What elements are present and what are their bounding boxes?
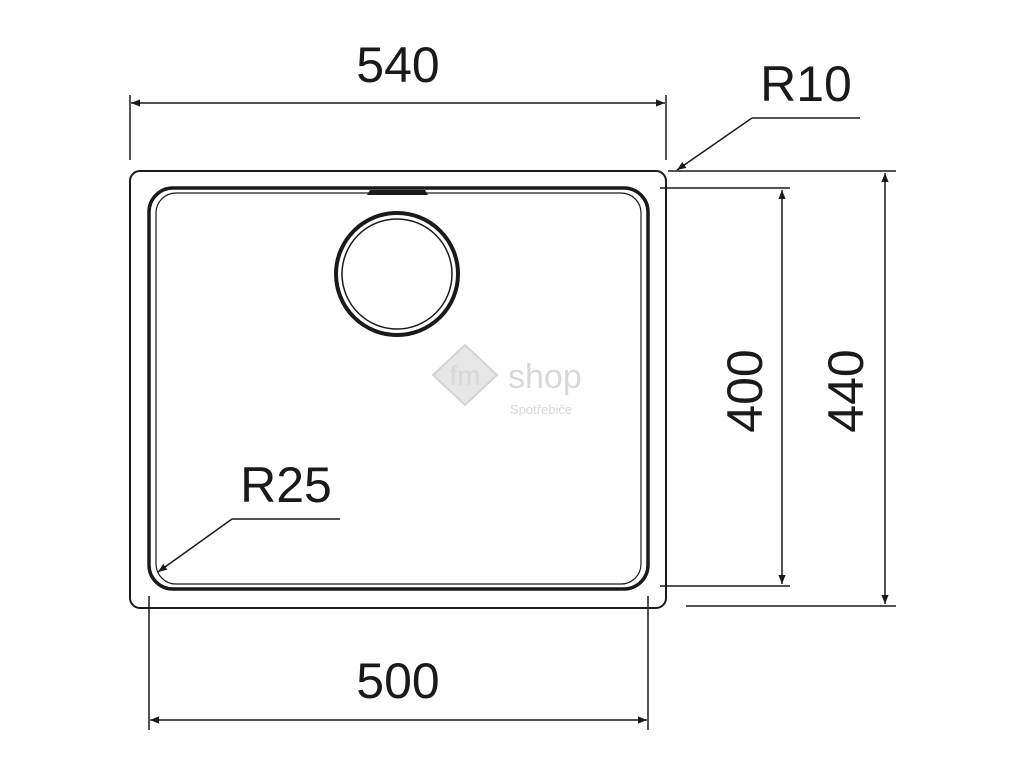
radius-outer-label: R10 bbox=[760, 56, 852, 112]
watermark-brand: shop bbox=[508, 358, 582, 396]
dimension-outer-width: 540 bbox=[129, 37, 667, 160]
dimension-inner-height-label: 400 bbox=[717, 349, 773, 432]
inner-bowl-outline bbox=[147, 186, 650, 591]
dimension-outer-width-label: 540 bbox=[356, 37, 439, 93]
dimension-outer-height-label: 440 bbox=[818, 349, 874, 432]
outer-sink-outline bbox=[129, 170, 667, 609]
dimension-inner-height: 400 bbox=[660, 187, 790, 587]
overflow-slot bbox=[367, 190, 428, 195]
radius-outer-leader: R10 bbox=[676, 56, 860, 171]
dimension-outer-height: 440 bbox=[668, 170, 896, 607]
dimension-inner-width-label: 500 bbox=[356, 653, 439, 709]
drain bbox=[334, 211, 460, 337]
watermark-tagline: Spotřebiče bbox=[510, 402, 572, 417]
radius-inner-leader: R25 bbox=[157, 457, 340, 573]
dimension-inner-width: 500 bbox=[148, 596, 649, 730]
watermark-logo-letters: fm bbox=[449, 360, 480, 391]
watermark: fm shop Spotřebiče bbox=[431, 343, 582, 417]
watermark-logo-icon bbox=[431, 343, 499, 407]
radius-inner-label: R25 bbox=[240, 457, 332, 513]
